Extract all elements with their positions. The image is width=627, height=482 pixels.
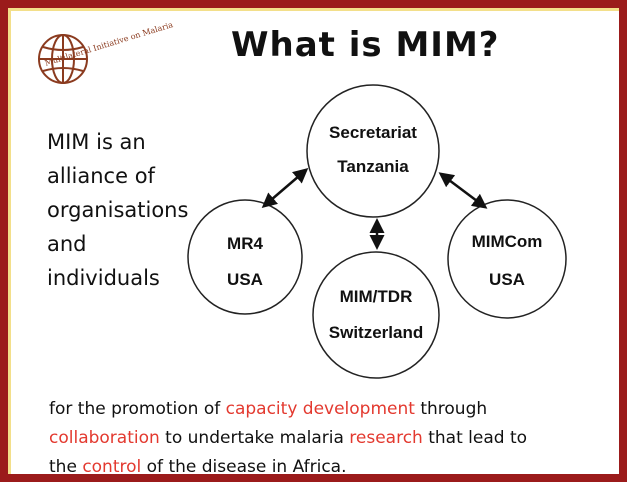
node-mr4-circle: [187, 199, 303, 315]
highlight-research: research: [349, 428, 423, 448]
node-mimcom-circle: [447, 199, 567, 319]
intro-line: organisations: [47, 198, 189, 222]
node-mr4-location: USA: [227, 270, 263, 289]
node-mr4-name: MR4: [227, 234, 263, 253]
highlight-collaboration: collaboration: [49, 428, 160, 448]
node-mimcom-name: MIMCom: [471, 232, 543, 251]
mission-statement: for the promotion of capacity developmen…: [49, 395, 609, 482]
network-diagram: [187, 84, 567, 379]
node-mimtdr-circle: [312, 251, 440, 379]
intro-line: alliance of: [47, 164, 155, 188]
node-mimtdr-label: MIM/TDR Switzerland: [311, 279, 441, 351]
node-secretariat-circle: [306, 84, 440, 218]
slide: Multilateral Initiative on Malaria What …: [8, 8, 619, 477]
highlight-capacity-development: capacity development: [225, 399, 415, 419]
node-secretariat-location: Tanzania: [337, 157, 409, 176]
mission-line-1: for the promotion of capacity developmen…: [49, 399, 488, 419]
page-title: What is MIM?: [231, 25, 500, 65]
highlight-control: control: [82, 457, 142, 477]
node-mimcom-label: MIMCom USA: [447, 223, 567, 299]
intro-text: MIM is an alliance of organisations and …: [47, 125, 207, 295]
arrow-secretariat-mr4: [261, 168, 309, 208]
mission-line-3: the control of the disease in Africa.: [49, 457, 347, 477]
mim-logo-globe-icon: [38, 34, 88, 84]
arrow-secretariat-mimcom: [438, 172, 488, 209]
intro-line: MIM is an: [47, 130, 146, 154]
node-secretariat-name: Secretariat: [329, 123, 417, 142]
mission-line-2: collaboration to undertake malaria resea…: [49, 428, 528, 448]
node-mr4-label: MR4 USA: [195, 226, 295, 298]
node-mimtdr-name: MIM/TDR: [339, 287, 413, 306]
node-secretariat-label: Secretariat Tanzania: [308, 116, 438, 184]
node-mimcom-location: USA: [489, 270, 525, 289]
intro-line: individuals: [47, 266, 160, 290]
intro-line: and: [47, 232, 87, 256]
node-mimtdr-location: Switzerland: [328, 323, 424, 342]
